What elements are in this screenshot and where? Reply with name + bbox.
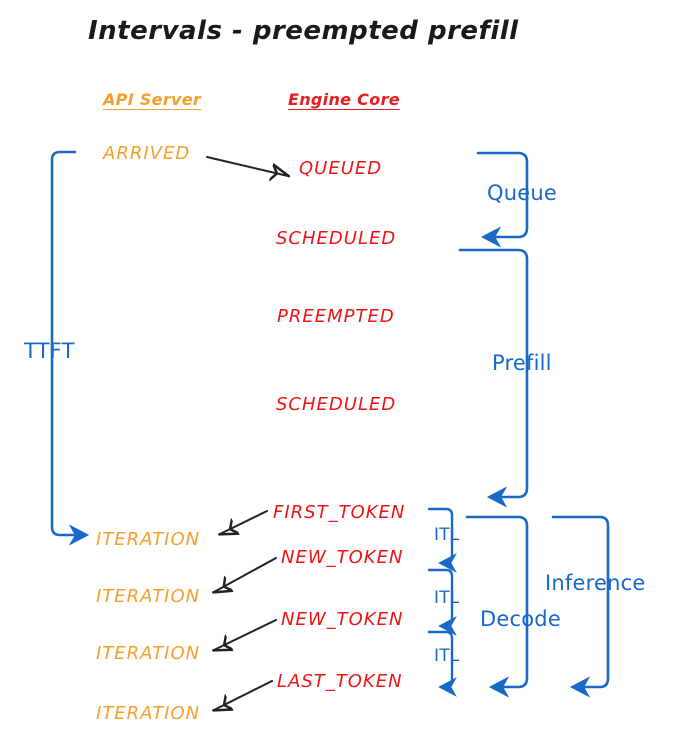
interval-label-prefill: Prefill: [492, 351, 552, 375]
arrow-new-token-1-to-iteration-2: [214, 557, 277, 592]
page-title: Intervals - preempted prefill: [88, 16, 519, 46]
state-iteration-1[interactable]: ITERATION: [96, 529, 201, 550]
inference-bracket: [551, 515, 610, 698]
interval-label-ttft: TTFT: [24, 339, 75, 363]
state-queued[interactable]: QUEUED: [299, 158, 383, 179]
interval-label-itl-2: ITL: [434, 588, 460, 608]
state-last-token[interactable]: LAST_TOKEN: [277, 671, 403, 692]
interval-label-queue: Queue: [487, 181, 557, 205]
arrow-last-token-to-iteration-4: [214, 680, 273, 710]
state-new-token-2[interactable]: NEW_TOKEN: [281, 609, 404, 630]
interval-label-itl-3: ITL: [434, 646, 460, 666]
arrow-first-token-to-iteration-1: [220, 510, 268, 534]
arrow-new-token-2-to-iteration-3: [214, 619, 277, 650]
state-scheduled-2[interactable]: SCHEDULED: [276, 394, 397, 415]
inference-bracket-path: [551, 515, 610, 698]
state-iteration-3[interactable]: ITERATION: [96, 643, 201, 664]
state-scheduled-1[interactable]: SCHEDULED: [276, 228, 397, 249]
column-header-engine-core: Engine Core: [288, 90, 400, 109]
interval-label-inference: Inference: [545, 571, 646, 595]
state-new-token-1[interactable]: NEW_TOKEN: [281, 547, 404, 568]
column-header-api-server: API Server: [103, 90, 202, 109]
state-preempted[interactable]: PREEMPTED: [277, 306, 395, 327]
state-iteration-4[interactable]: ITERATION: [96, 703, 201, 724]
state-iteration-2[interactable]: ITERATION: [96, 586, 201, 607]
decode-bracket-path: [465, 515, 529, 698]
arrow-arrived-to-queued: [206, 156, 288, 176]
decode-bracket: [465, 515, 529, 698]
state-first-token[interactable]: FIRST_TOKEN: [273, 502, 406, 523]
interval-label-decode: Decode: [480, 607, 561, 631]
interval-label-itl-1: ITL: [434, 525, 460, 545]
state-arrived[interactable]: ARRIVED: [103, 143, 191, 164]
